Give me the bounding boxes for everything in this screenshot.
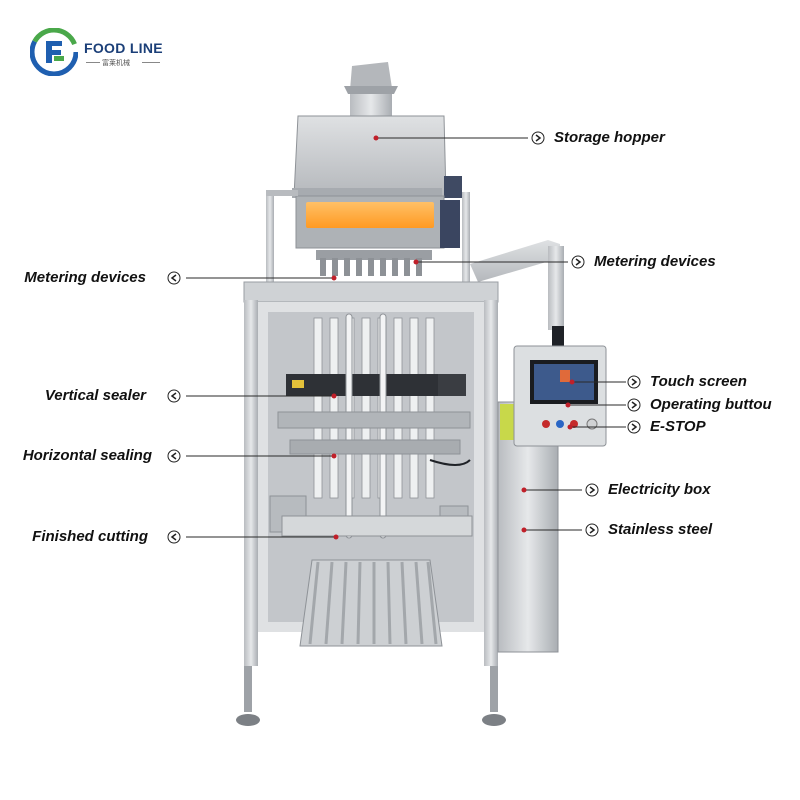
upper-frame (266, 190, 470, 282)
circle-chevron-icon (585, 523, 599, 537)
callout-e-stop: E-STOP (650, 418, 706, 435)
callout-finished-cutting: Finished cutting (32, 528, 148, 545)
callout-operating-buttons: Operating buttou (650, 396, 772, 413)
circle-chevron-icon (531, 131, 545, 145)
callout-metering-devices-left: Metering devices (24, 269, 146, 286)
brand-divider (86, 62, 100, 63)
callout-vertical-sealer: Vertical sealer (44, 387, 146, 404)
circle-chevron-icon (585, 483, 599, 497)
callout-leaders (186, 137, 626, 538)
circle-chevron-icon (571, 255, 585, 269)
hopper-window (306, 202, 434, 228)
brand-name: FOOD LINE (84, 40, 163, 56)
callout-storage-hopper: Storage hopper (554, 129, 665, 146)
brand-subtitle: 富莱机械 (102, 60, 130, 67)
cutter-unit (269, 495, 473, 537)
brand-divider (142, 62, 160, 63)
circle-chevron-icon (627, 398, 641, 412)
horizontal-sealer (277, 411, 471, 466)
left-markers (167, 271, 181, 544)
circle-chevron-icon (167, 271, 181, 285)
callout-metering-devices-right: Metering devices (594, 253, 716, 270)
circle-chevron-icon (167, 389, 181, 403)
storage-hopper (292, 115, 462, 249)
callout-targets (331, 135, 575, 540)
circle-chevron-icon (167, 449, 181, 463)
food-line-logo-icon (30, 28, 78, 76)
callout-touch-screen: Touch screen (650, 373, 747, 390)
discharge-chute (299, 559, 443, 647)
leveling-feet (236, 666, 506, 726)
brand-logo: FOOD LINE 富莱机械 (30, 28, 180, 78)
circle-chevron-icon (167, 530, 181, 544)
control-arm (470, 240, 564, 346)
callout-stainless-steel: Stainless steel (608, 521, 713, 538)
vertical-sealer (286, 374, 466, 396)
inlet-funnel (344, 62, 398, 116)
circle-chevron-icon (627, 375, 641, 389)
control-panel (513, 345, 607, 447)
callout-horizontal-sealing: Horizontal sealing (22, 447, 152, 464)
callout-electricity-box: Electricity box (608, 481, 711, 498)
metering-heads (316, 250, 432, 276)
right-markers (531, 131, 641, 537)
circle-chevron-icon (627, 420, 641, 434)
